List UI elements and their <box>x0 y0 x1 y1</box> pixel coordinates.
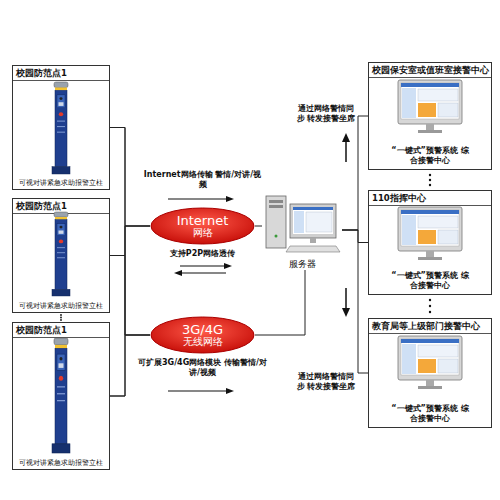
node-heading: 教育局等上级部门接警中心 <box>369 319 491 334</box>
server-monitor <box>290 204 336 238</box>
node-caption: “一键式”预警系统 综合接警中心 <box>390 404 470 427</box>
node-heading: 110指挥中心 <box>369 191 491 206</box>
ellipse-outline <box>151 317 254 353</box>
arrow-head <box>224 263 232 269</box>
node-caption: 可视对讲紧急求助报警立柱 <box>19 302 103 312</box>
connector <box>342 116 368 230</box>
flow-arrow <box>168 390 228 391</box>
dot <box>429 174 431 176</box>
node-heading: Internet <box>177 214 229 228</box>
monitor-icon <box>398 207 462 260</box>
connector-line <box>255 226 262 227</box>
dot <box>429 299 431 301</box>
power-led <box>275 235 278 238</box>
flow-arrow <box>168 198 228 199</box>
note-label: 可扩展3G/4G网络模块 传输警情/对讲/视频 <box>135 358 270 379</box>
dot <box>429 305 431 307</box>
server-icon <box>266 196 340 252</box>
keyboard <box>286 246 340 252</box>
connector <box>110 128 150 336</box>
dot <box>429 311 431 313</box>
note-label: 支持P2P网络透传 <box>140 249 265 259</box>
screen-grid <box>306 212 332 232</box>
note-label: Internet网络传输 警情/对讲/视频 <box>140 170 265 191</box>
node-heading: 校园防范点1 <box>13 66 109 81</box>
ellipse-outline <box>151 208 254 244</box>
node-caption: 网络 <box>193 227 213 238</box>
drive-slot <box>269 205 283 208</box>
connector <box>342 230 368 373</box>
dot <box>60 317 62 319</box>
note-label: 通过网络警情同步 转发接警坐席 <box>296 372 356 393</box>
network-ellipse: Internet网络 <box>150 207 255 245</box>
node-caption: “一键式”预警系统 综合接警中心 <box>390 271 470 294</box>
connector <box>255 226 262 227</box>
note-label: 通过网络警情同步 转发接警坐席 <box>296 104 356 125</box>
dot <box>429 184 431 186</box>
alarm-pole <box>52 82 70 174</box>
connector <box>255 270 305 335</box>
connector-line <box>342 230 368 373</box>
connector <box>342 230 368 243</box>
server-screen <box>293 207 333 234</box>
connector-line <box>110 226 150 396</box>
node-heading: 校园保安室或值班室接警中心 <box>369 63 491 78</box>
connector-line <box>342 230 368 243</box>
arrow-head <box>226 196 234 202</box>
screen-panel <box>294 211 304 233</box>
connector-line <box>255 270 305 335</box>
arrow-head <box>342 133 350 142</box>
arrow-head <box>174 270 182 276</box>
dot <box>60 314 62 316</box>
connector <box>110 226 150 256</box>
monitor-icon <box>398 80 462 133</box>
monitor-stand <box>310 238 316 243</box>
node-caption: 可视对讲紧急求助报警立柱 <box>19 179 103 189</box>
server-tower <box>266 196 286 248</box>
connector <box>110 256 150 336</box>
arrow-head <box>342 308 350 317</box>
arrow-head <box>226 388 234 394</box>
sync-arrow <box>345 288 347 310</box>
connector <box>110 226 150 396</box>
node-heading: 校园防范点1 <box>13 323 109 338</box>
connector-line <box>110 128 150 336</box>
node-heading: 服务器 <box>289 259 316 270</box>
dot <box>60 319 62 321</box>
monitor-icon <box>398 336 462 389</box>
node-caption: 无线网络 <box>183 336 223 347</box>
alarm-pole <box>52 338 70 453</box>
ellipsis-dots <box>60 174 431 321</box>
node-caption: 可视对讲紧急求助报警立柱 <box>19 459 103 469</box>
flow-arrow <box>180 272 226 273</box>
drive-slot <box>269 200 283 203</box>
connector-line <box>342 116 368 230</box>
connector-line <box>110 226 150 256</box>
node-caption: “一键式”预警系统 综合接警中心 <box>390 146 470 169</box>
dot <box>429 179 431 181</box>
flow-arrow <box>180 265 226 266</box>
screen-titlebar <box>293 207 333 210</box>
sync-arrow <box>345 140 347 162</box>
alarm-pole <box>52 212 70 296</box>
network-ellipse: 3G/4G无线网络 <box>150 316 255 354</box>
connector-line <box>110 256 150 336</box>
node-heading: 3G/4G <box>182 323 223 337</box>
